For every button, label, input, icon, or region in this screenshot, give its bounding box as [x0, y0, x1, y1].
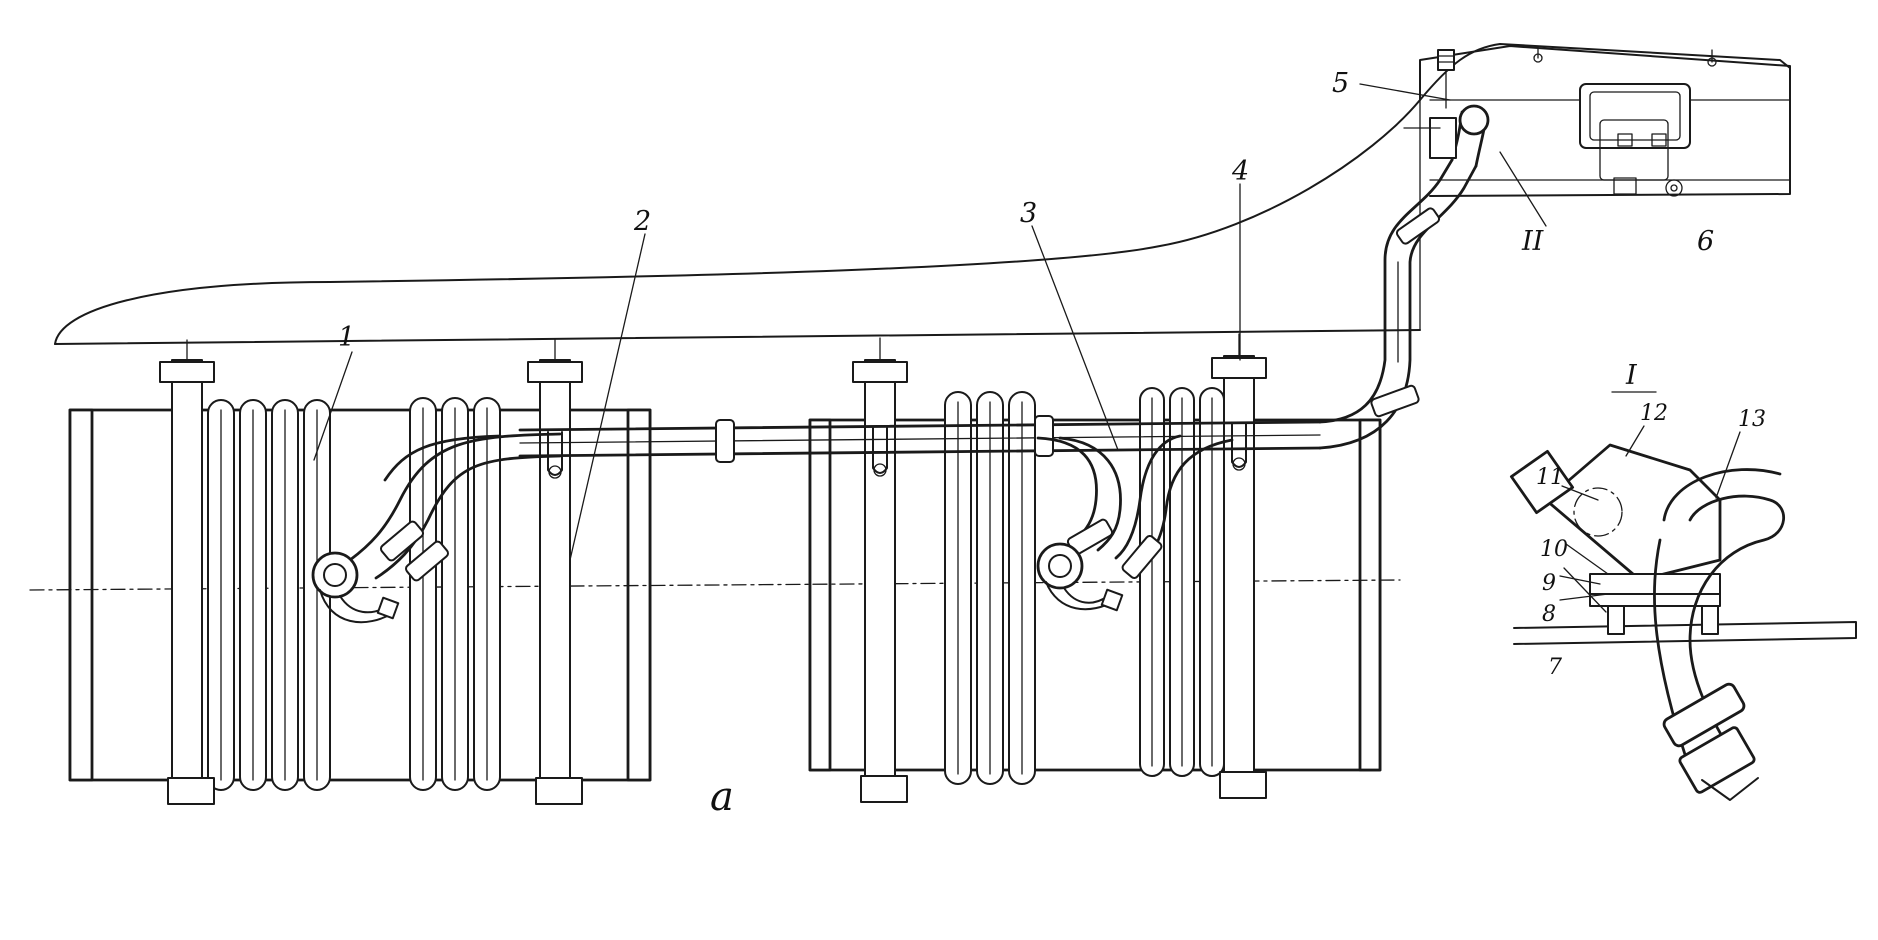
leader-lines	[313, 83, 1741, 613]
bellows-group-1	[207, 399, 331, 791]
bellows-group-2	[409, 397, 501, 791]
callout-10: 10	[1540, 537, 1568, 562]
callout-8: 8	[1542, 602, 1556, 627]
hanger-bracket-3	[852, 337, 908, 803]
view-label-a: a	[710, 774, 734, 820]
main-pipe	[518, 158, 1478, 479]
detail-marker-II: II	[1521, 226, 1545, 257]
callout-6: 6	[1697, 226, 1714, 257]
callout-1: 1	[338, 322, 355, 353]
callout-4: 4	[1231, 156, 1249, 187]
callout-13: 13	[1738, 407, 1766, 432]
callout-2: 2	[633, 206, 651, 237]
detail-title-I: I	[1625, 360, 1638, 391]
callout-9: 9	[1542, 571, 1556, 596]
callout-5: 5	[1332, 68, 1349, 99]
body-outline	[54, 43, 1791, 345]
left-branch-pipes	[311, 432, 562, 624]
bellows-group-3	[944, 391, 1036, 785]
hanger-bracket-4	[1211, 333, 1267, 799]
callout-7: 7	[1548, 655, 1562, 680]
callout-3: 3	[1020, 198, 1037, 229]
valve-assembly	[1403, 49, 1490, 168]
heater-unit	[1579, 83, 1691, 197]
callout-11: 11	[1536, 465, 1564, 490]
detail-view-I	[1509, 443, 1857, 801]
callout-12: 12	[1640, 401, 1668, 426]
bellows-group-4	[1139, 387, 1225, 777]
middle-branch-pipes	[1036, 434, 1234, 612]
hanger-bracket-1	[159, 339, 215, 805]
